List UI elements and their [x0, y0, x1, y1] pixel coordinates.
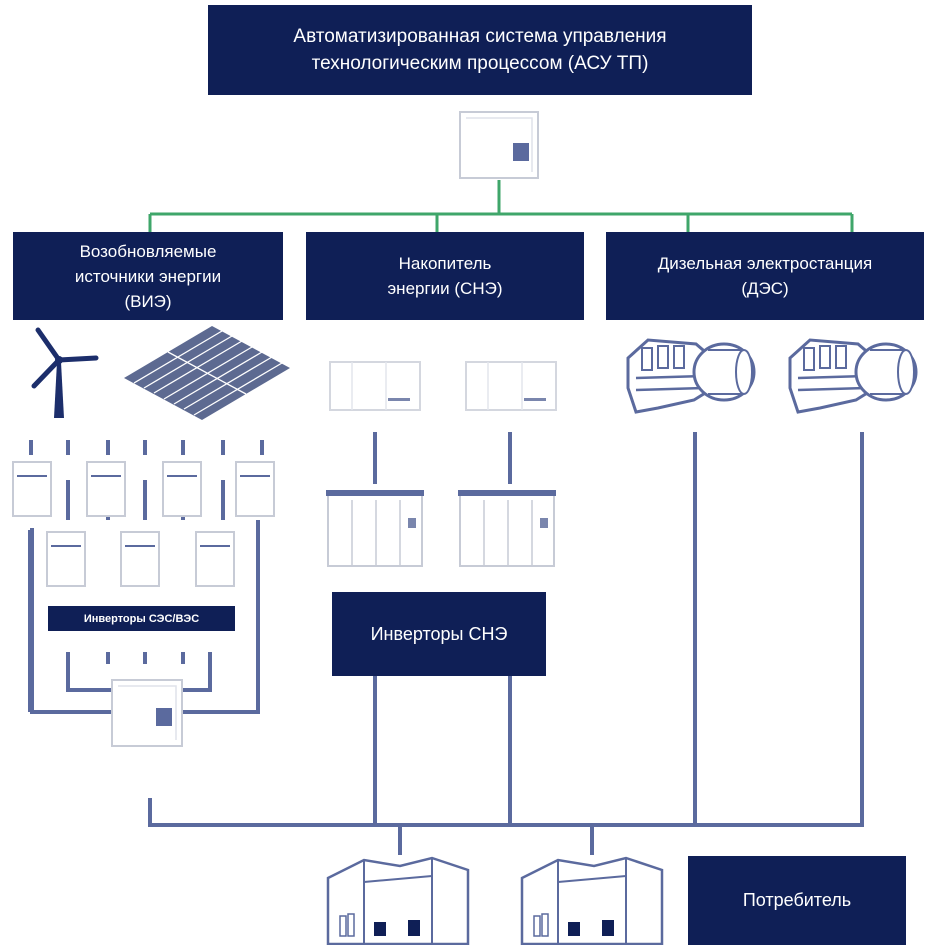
- acs-tp-title-line1: Автоматизированная система управления: [293, 26, 667, 47]
- inverter-group-lower: [46, 531, 235, 587]
- battery-container-icon: [329, 361, 557, 411]
- consumer-text: Потребитель: [742, 890, 852, 910]
- acs-tp-box: Автоматизированная система управления те…: [208, 5, 752, 95]
- storage-inverters-label: Инверторы СНЭ: [332, 592, 546, 676]
- storage-label-line1: Накопитель: [398, 254, 492, 273]
- diesel-plant-box: Дизельная электростанция (ДЭС): [606, 232, 924, 320]
- controller-cabinet-icon: [459, 111, 539, 179]
- renewable-label-line3: (ВИЭ): [124, 291, 172, 311]
- inverter-group-upper: [12, 461, 275, 517]
- storage-inverter-cabinet-icon: [326, 490, 556, 567]
- acs-tp-title-line2: технологическим процессом (АСУ ТП): [311, 53, 649, 74]
- solar-panel-icon: [124, 326, 290, 420]
- renewable-label-line1: Возобновляемые: [79, 241, 217, 261]
- wind-turbine-icon: [31, 327, 99, 418]
- diesel-label-line2: (ДЭС): [741, 279, 789, 298]
- storage-label-line2: энергии (СНЭ): [387, 279, 503, 298]
- consumer-building-icon: [326, 856, 664, 945]
- energy-storage-box: Накопитель энергии (СНЭ): [306, 232, 584, 320]
- consumer-label: Потребитель: [688, 856, 906, 945]
- renewable-label-line2: источники энергии: [74, 266, 222, 286]
- combiner-cabinet-icon: [111, 679, 183, 747]
- diesel-generator-icon: [626, 338, 918, 414]
- control-bus-lines: [148, 180, 854, 232]
- storage-inverters-text: Инверторы СНЭ: [370, 623, 508, 644]
- pv-wind-inverters-text: Инверторы СЭС/ВЭС: [83, 612, 200, 625]
- renewable-sources-box: Возобновляемые источники энергии (ВИЭ): [13, 232, 283, 320]
- pv-wind-inverters-label: Инверторы СЭС/ВЭС: [48, 606, 235, 631]
- diesel-label-line1: Дизельная электростанция: [657, 254, 873, 273]
